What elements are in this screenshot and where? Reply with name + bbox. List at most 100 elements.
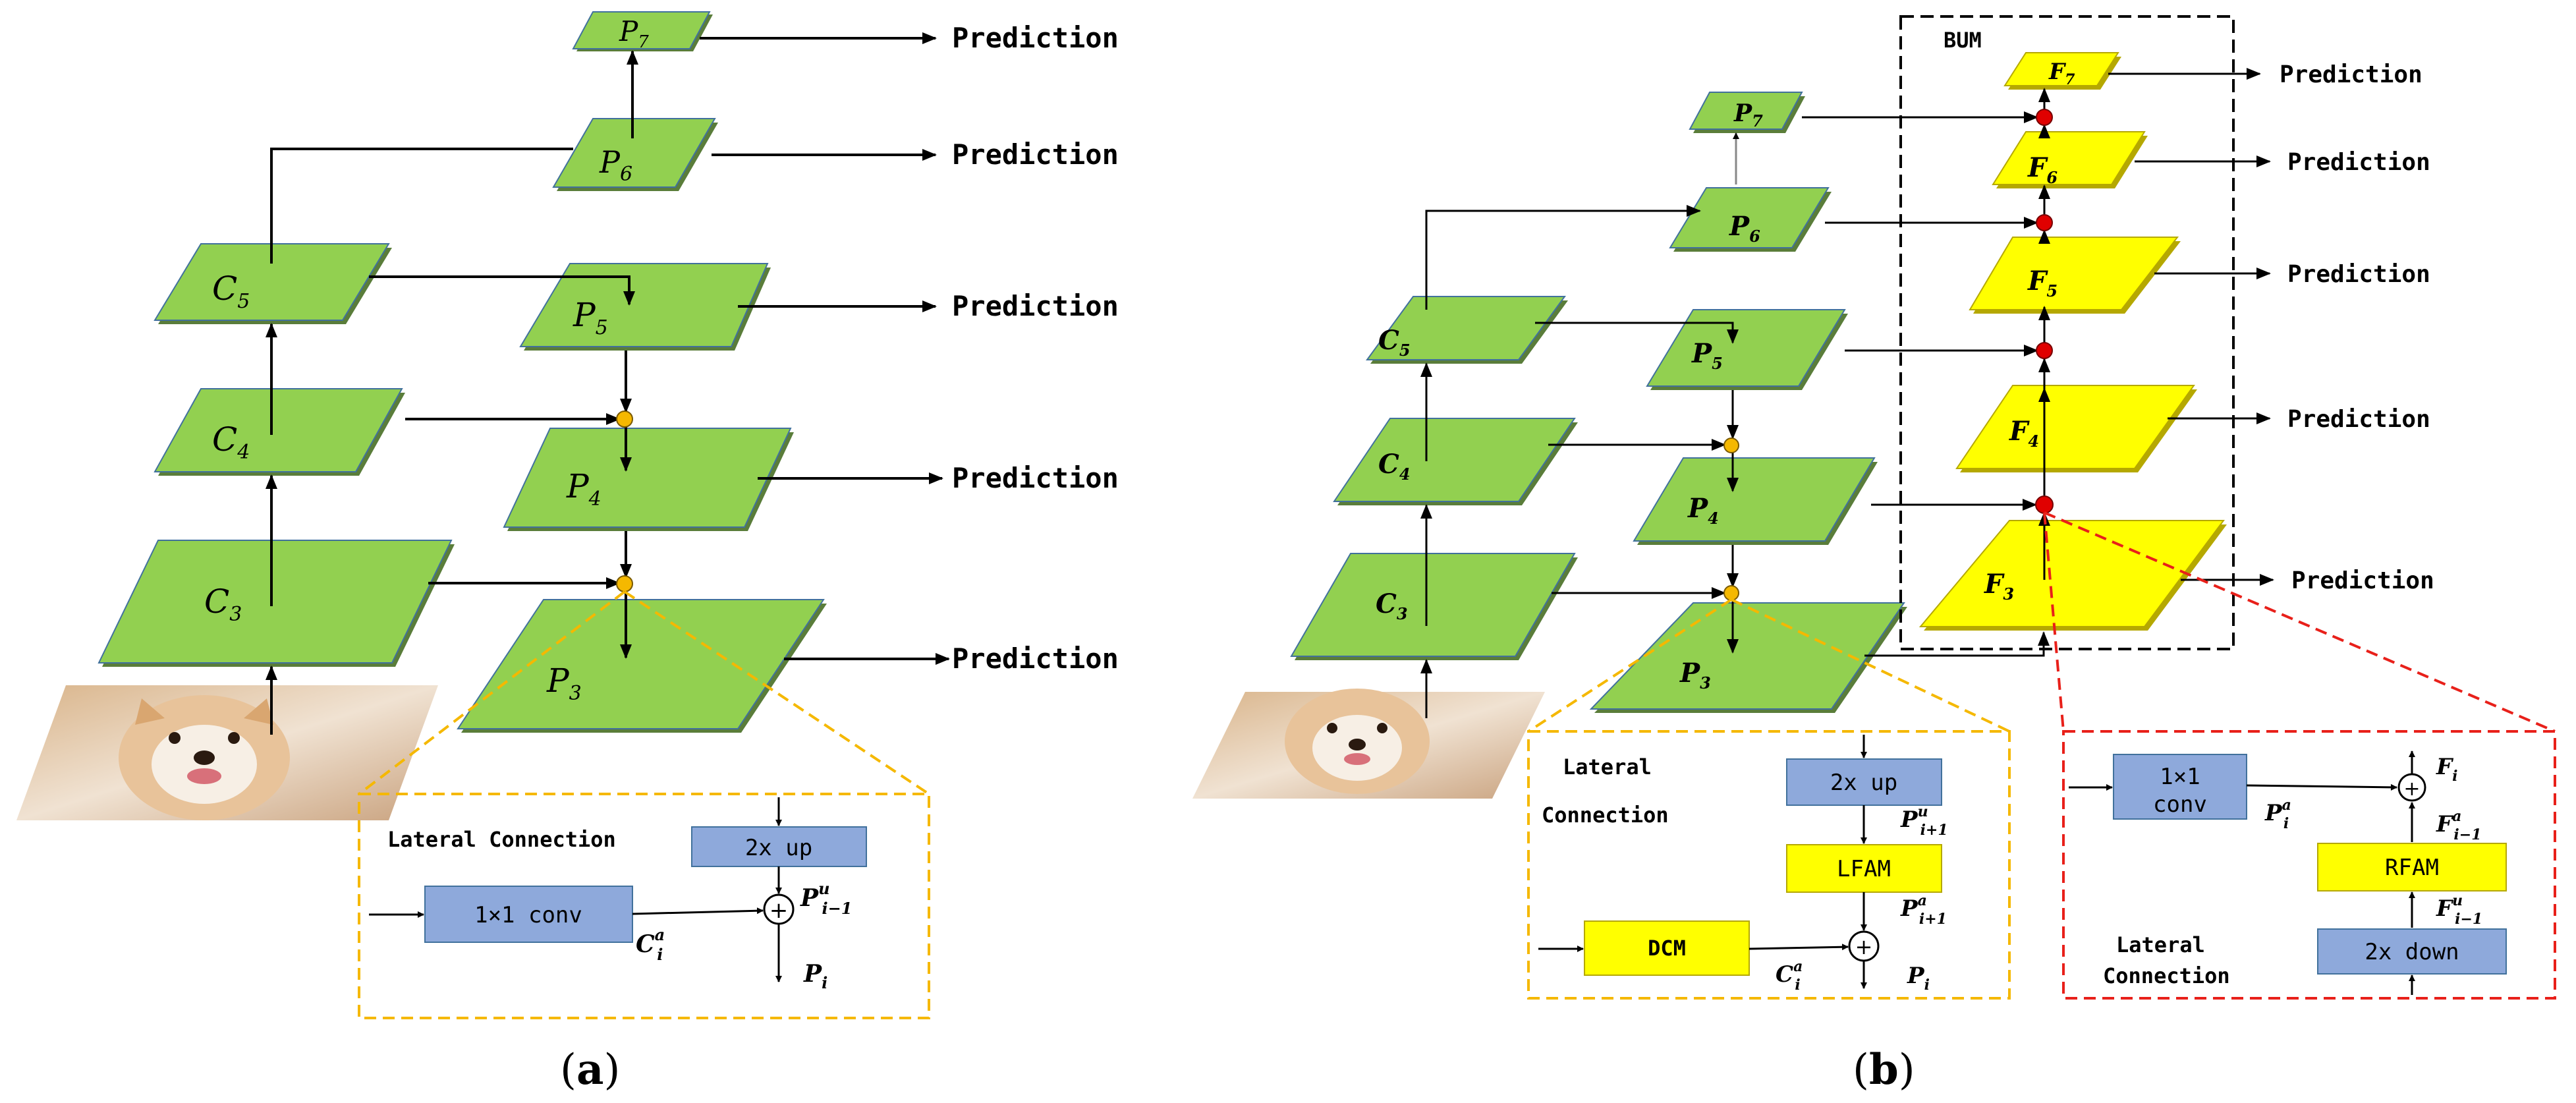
p7-label-b: P7 xyxy=(1733,99,1763,130)
p5-label-b: P5 xyxy=(1691,338,1723,373)
lfam-block-label: LFAM xyxy=(1837,856,1891,882)
f5-label-b: F5 xyxy=(2027,266,2058,300)
prediction-f7-b: Prediction xyxy=(2280,61,2422,88)
merge-node-f7-b xyxy=(2036,109,2053,126)
rfam-block xyxy=(2317,843,2507,891)
layer-c3-b: C3 xyxy=(1290,553,1578,660)
conv-block-b xyxy=(2113,754,2247,820)
p4-label-b: P4 xyxy=(1687,493,1719,528)
layer-p3-b: P3 xyxy=(1589,602,1907,713)
p5-label-a: P5 xyxy=(573,296,608,339)
prediction-p3-a: Prediction xyxy=(952,642,1119,675)
panel-b: C5 C4 C3 P7 P6 P5 xyxy=(1192,15,2556,1094)
lateral-title-b2: Connection xyxy=(1542,803,1669,828)
merge-node-p3-a xyxy=(616,575,633,592)
layer-c4-b: C4 xyxy=(1333,418,1578,505)
lateral-title-b1: Lateral xyxy=(1563,754,1652,779)
prediction-f4-b: Prediction xyxy=(2287,406,2430,433)
c4-label-a: C4 xyxy=(212,420,250,464)
down-block xyxy=(2317,928,2507,975)
prediction-p4-a: Prediction xyxy=(952,462,1119,494)
layer-p6-b: P6 xyxy=(1669,187,1832,252)
pi-label-b: Pi xyxy=(1907,963,1930,994)
layer-p7-b: P7 xyxy=(1689,92,1805,133)
layer-p5-a: P5 xyxy=(519,263,771,351)
p3-label-b: P3 xyxy=(1679,658,1711,693)
up-block-label-b: 2x up xyxy=(1830,770,1897,796)
merge-node-f5-b xyxy=(2036,342,2053,359)
layer-f5-b: F5 xyxy=(1969,237,2181,314)
p7-label-a: P7 xyxy=(619,15,649,52)
conv-block-a xyxy=(424,886,633,943)
up-block-a xyxy=(691,826,867,867)
layer-p4-a: P4 xyxy=(503,428,794,531)
layer-p3-a: P3 xyxy=(457,599,827,733)
lfam-block xyxy=(1786,844,1942,893)
input-dog-image-a xyxy=(16,685,438,820)
bum-box xyxy=(1899,15,2235,650)
prediction-p7-a: Prediction xyxy=(952,22,1119,54)
conv-block-label-b1: 1×1 xyxy=(2160,764,2200,790)
layer-f6-b: F6 xyxy=(1992,131,2148,188)
merge-node-p4-b xyxy=(1723,438,1739,453)
zoom-lines-orange-b xyxy=(1527,598,2011,1000)
layer-c5-b: C5 xyxy=(1366,296,1568,364)
prediction-f3-b: Prediction xyxy=(2291,567,2434,594)
c5-label-b: C5 xyxy=(1378,325,1411,360)
f3-label-b: F3 xyxy=(1984,569,2014,604)
svg-text:+: + xyxy=(2403,778,2420,801)
layer-f4-b: F4 xyxy=(1955,385,2197,472)
zoom-lines-a xyxy=(358,590,930,1019)
c3-label-b: C3 xyxy=(1376,588,1408,623)
layer-f7-b: F7 xyxy=(2003,52,2121,90)
merge-node-p4-a xyxy=(616,410,633,428)
input-dog-image-b xyxy=(1192,689,1545,799)
merge-node-f4-b xyxy=(2035,495,2054,514)
lateral-title-b4: Connection xyxy=(2103,963,2230,988)
conv-block-label-b2: conv xyxy=(2153,791,2207,818)
caption-b: (b) xyxy=(1853,1045,1915,1094)
layer-f3-b: F3 xyxy=(1918,520,2227,631)
dcm-block xyxy=(1584,920,1750,976)
connection-arrows-b xyxy=(1420,68,2274,718)
pi-label-a: Pi xyxy=(803,960,827,992)
f7-label-b: F7 xyxy=(2048,59,2075,88)
layer-c4-a: C4 xyxy=(154,388,405,476)
lateral-title-b3: Lateral xyxy=(2116,932,2205,957)
layer-c3-a: C3 xyxy=(98,540,455,667)
layer-p5-b: P5 xyxy=(1646,309,1848,390)
p4-label-a: P4 xyxy=(566,467,602,511)
up-block-label-a: 2x up xyxy=(745,835,812,861)
fi-label: Fi xyxy=(2436,754,2458,785)
p3-label-a: P3 xyxy=(546,662,582,705)
merge-node-p3-b xyxy=(1723,585,1739,601)
zoom-lines-red-b xyxy=(2043,511,2556,1000)
merge-node-f6-b xyxy=(2036,214,2053,231)
up-block-b xyxy=(1786,758,1942,806)
rfam-block-label: RFAM xyxy=(2385,855,2439,881)
svg-text:+: + xyxy=(770,897,789,924)
panel-a: C5 C4 C3 P7 P6 P5 xyxy=(16,11,1119,1094)
caption-a: (a) xyxy=(560,1045,620,1094)
layer-p7-a: P7 xyxy=(572,11,713,52)
bum-label: BUM xyxy=(1944,28,1982,53)
prediction-f5-b: Prediction xyxy=(2287,261,2430,288)
c3-label-a: C3 xyxy=(204,582,242,626)
prediction-f6-b: Prediction xyxy=(2287,149,2430,176)
svg-text:+: + xyxy=(1855,934,1873,959)
down-block-label: 2x down xyxy=(2365,939,2459,965)
prediction-arrows-a xyxy=(700,32,950,665)
backbone-arrows-a xyxy=(266,50,638,735)
c4-label-b: C4 xyxy=(1378,449,1411,484)
